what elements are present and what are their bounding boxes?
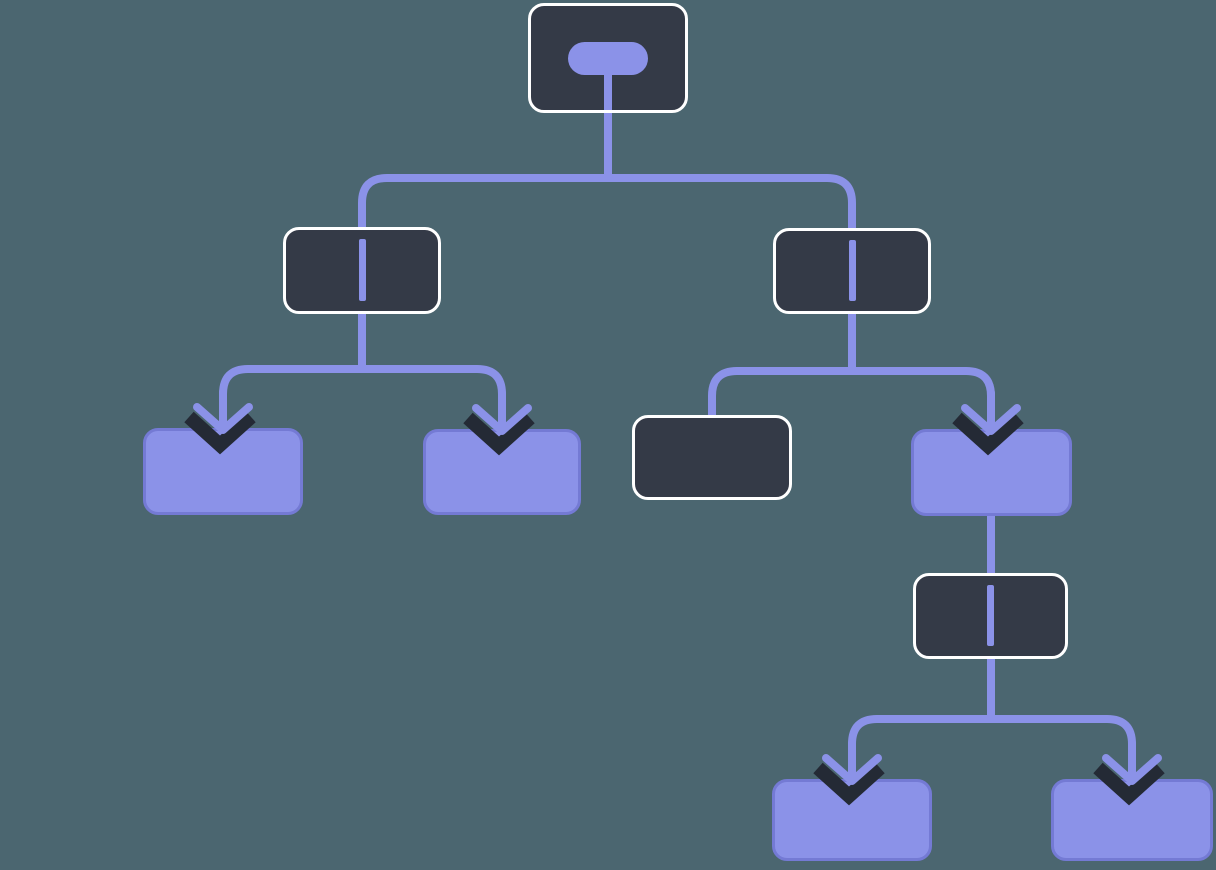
node-root: [528, 3, 688, 113]
edge-left-rail: [219, 365, 506, 400]
arrow-down-icon: [184, 388, 256, 455]
vertical-line-icon: [848, 240, 856, 301]
root-pill-icon: [568, 42, 648, 75]
arrow-down-icon: [1093, 739, 1165, 806]
vertical-line-icon: [987, 585, 994, 646]
root-pill-stem: [604, 70, 612, 110]
arrow-down-icon: [952, 389, 1024, 456]
edge-top-rail: [358, 174, 856, 231]
arrow-down-icon: [463, 389, 535, 456]
edge-bottom-rail: [848, 715, 1136, 750]
node-branch-left: [283, 227, 441, 314]
node-branch-bottom: [913, 573, 1068, 659]
node-leaf-3: [632, 415, 792, 500]
vertical-line-icon: [358, 239, 366, 301]
edge-right-rail: [708, 367, 995, 418]
arrow-down-icon: [813, 739, 885, 806]
node-branch-right: [773, 228, 931, 314]
